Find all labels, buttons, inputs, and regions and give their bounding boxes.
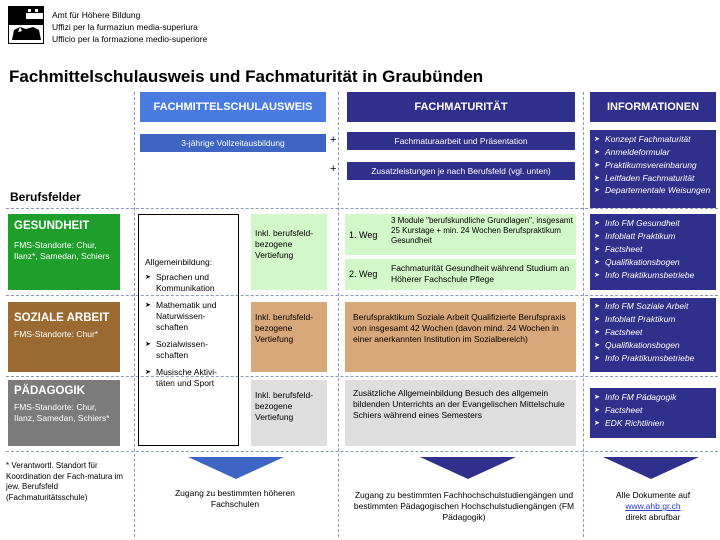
divider xyxy=(6,376,718,377)
allgemein-item: Sprachen und Kommunikation xyxy=(145,272,234,294)
info-general-box: Konzept Fachmaturität Anmeldeformular Pr… xyxy=(590,130,716,208)
fm-arbeit-bar: Fachmaturaarbeit und Präsentation xyxy=(347,132,575,150)
info-line: direkt abrufbar xyxy=(625,512,681,522)
fm-paedagogik: Zusätzliche Allgemeinbildung Besuch des … xyxy=(345,380,576,446)
allgemein-item: Sozialwissen-schaften xyxy=(145,339,234,361)
info-link[interactable]: Konzept Fachmaturität xyxy=(594,133,712,146)
info-soziale-arbeit-box: Info FM Soziale Arbeit Infoblatt Praktik… xyxy=(590,298,716,372)
plus-sign: + xyxy=(330,163,337,175)
info-link[interactable]: Departementale Weisungen xyxy=(594,185,712,196)
section-locations: FMS-Standorte: Chur* xyxy=(14,329,99,339)
info-link[interactable]: Qualifikationsbogen xyxy=(594,339,712,352)
section-paedagogik: PÄDAGOGIK FMS-Standorte: Chur, Ilanz, Sa… xyxy=(8,380,120,446)
plus-sign: + xyxy=(330,134,337,146)
office-name: Amt für Höhere Bildung Uffizi per la fur… xyxy=(52,9,207,45)
allgemeinbildung-box: Allgemeinbildung: Sprachen und Kommunika… xyxy=(138,214,239,446)
down-arrow-icon xyxy=(188,457,284,479)
info-link[interactable]: Factsheet xyxy=(594,326,712,339)
zugang-fm: Zugang zu bestimmten Fachhochschulstudie… xyxy=(353,490,575,522)
info-link[interactable]: EDK Richtlinien xyxy=(594,417,712,430)
section-locations: FMS-Standorte: Chur, Ilanz, Samedan, Sch… xyxy=(14,402,110,423)
down-arrow-icon xyxy=(420,457,516,479)
berufsfelder-label: Berufsfelder xyxy=(10,190,81,204)
column-header-info: INFORMATIONEN xyxy=(590,92,716,122)
divider xyxy=(338,92,339,537)
divider xyxy=(134,92,135,537)
divider xyxy=(583,92,584,537)
info-link[interactable]: Info FM Pädagogik xyxy=(594,391,712,404)
weg1-row: 1. Weg 3 Module "berufskundliche Grundla… xyxy=(345,214,576,255)
section-title: GESUNDHEIT xyxy=(14,220,90,232)
section-title: PÄDAGOGIK xyxy=(14,385,85,397)
divider xyxy=(6,451,718,452)
section-gesundheit: GESUNDHEIT FMS-Standorte: Chur, Ilanz*, … xyxy=(8,214,120,290)
info-link[interactable]: Praktikumsvereinbarung xyxy=(594,159,712,172)
weg2-text: Fachmaturität Gesundheit während Studium… xyxy=(391,263,570,284)
info-link[interactable]: Info Praktikumsbetriebe xyxy=(594,352,712,365)
section-locations: FMS-Standorte: Chur, Ilanz*, Samedan, Sc… xyxy=(14,240,110,261)
allgemein-item: Mathematik und Naturwissen-schaften xyxy=(145,300,234,333)
vertiefung-soziale-arbeit: Inkl. berufsfeld-bezogene Vertiefung xyxy=(251,302,327,372)
weg1-text: 3 Module "berufskundliche Grundlagen", i… xyxy=(391,216,573,245)
fm-soziale-arbeit: Berufspraktikum Soziale Arbeit Qualifizi… xyxy=(345,302,576,372)
weg2-row: 2. Weg Fachmaturität Gesundheit während … xyxy=(345,259,576,290)
column-header-fms: FACHMITTELSCHULAUSWEIS xyxy=(140,92,326,122)
weg2-label: 2. Weg xyxy=(349,269,378,279)
allgemein-item: Musische Aktivi-täten und Sport xyxy=(145,367,234,389)
info-link[interactable]: Info FM Soziale Arbeit xyxy=(594,300,712,313)
weg1-label: 1. Weg xyxy=(349,230,378,240)
info-link[interactable]: Info Praktikumsbetriebe xyxy=(594,269,712,282)
allgemeinbildung-title: Allgemeinbildung: xyxy=(145,257,213,267)
zugang-info: Alle Dokumente auf www.ahb.gr.ch direkt … xyxy=(590,490,716,523)
canton-logo xyxy=(8,6,44,44)
office-line-1: Amt für Höhere Bildung xyxy=(52,10,141,20)
info-gesundheit-box: Info FM Gesundheit Infoblatt Praktikum F… xyxy=(590,214,716,290)
info-link[interactable]: Factsheet xyxy=(594,404,712,417)
info-link[interactable]: Factsheet xyxy=(594,243,712,256)
office-line-3: Ufficio per la formazione medio-superior… xyxy=(52,34,208,44)
zusatz-bar: Zusatzleistungen je nach Berufsfeld (vgl… xyxy=(347,162,575,180)
page-title: Fachmittelschulausweis und Fachmaturität… xyxy=(9,67,484,86)
info-link[interactable]: Leitfaden Fachmaturität xyxy=(594,172,712,185)
info-link[interactable]: Qualifikationsbogen xyxy=(594,256,712,269)
zugang-fms: Zugang zu bestimmten höheren Fachschulen xyxy=(174,488,296,509)
office-line-2: Uffizi per la furmaziun media-superiura xyxy=(52,22,198,32)
info-link[interactable]: Info FM Gesundheit xyxy=(594,217,712,230)
divider xyxy=(6,208,718,209)
divider xyxy=(6,295,718,296)
footnote: * Verantwortl. Standort für Koordination… xyxy=(6,461,123,502)
vollzeit-bar: 3-jährige Vollzeitausbildung xyxy=(140,134,326,152)
info-link[interactable]: Infoblatt Praktikum xyxy=(594,230,712,243)
section-title: SOZIALE ARBEIT xyxy=(14,312,110,324)
info-line: Alle Dokumente auf xyxy=(615,490,691,500)
info-link[interactable]: Infoblatt Praktikum xyxy=(594,313,712,326)
column-header-fm: FACHMATURITÄT xyxy=(347,92,575,122)
info-link[interactable]: Anmeldeformular xyxy=(594,146,712,159)
vertiefung-gesundheit: Inkl. berufsfeld-bezogene Vertiefung xyxy=(251,214,327,290)
vertiefung-paedagogik: Inkl. berufsfeld-bezogene Vertiefung xyxy=(251,380,327,446)
website-link[interactable]: www.ahb.gr.ch xyxy=(625,501,681,511)
section-soziale-arbeit: SOZIALE ARBEIT FMS-Standorte: Chur* xyxy=(8,302,120,372)
down-arrow-icon xyxy=(603,457,699,479)
info-paedagogik-box: Info FM Pädagogik Factsheet EDK Richtlin… xyxy=(590,388,716,438)
